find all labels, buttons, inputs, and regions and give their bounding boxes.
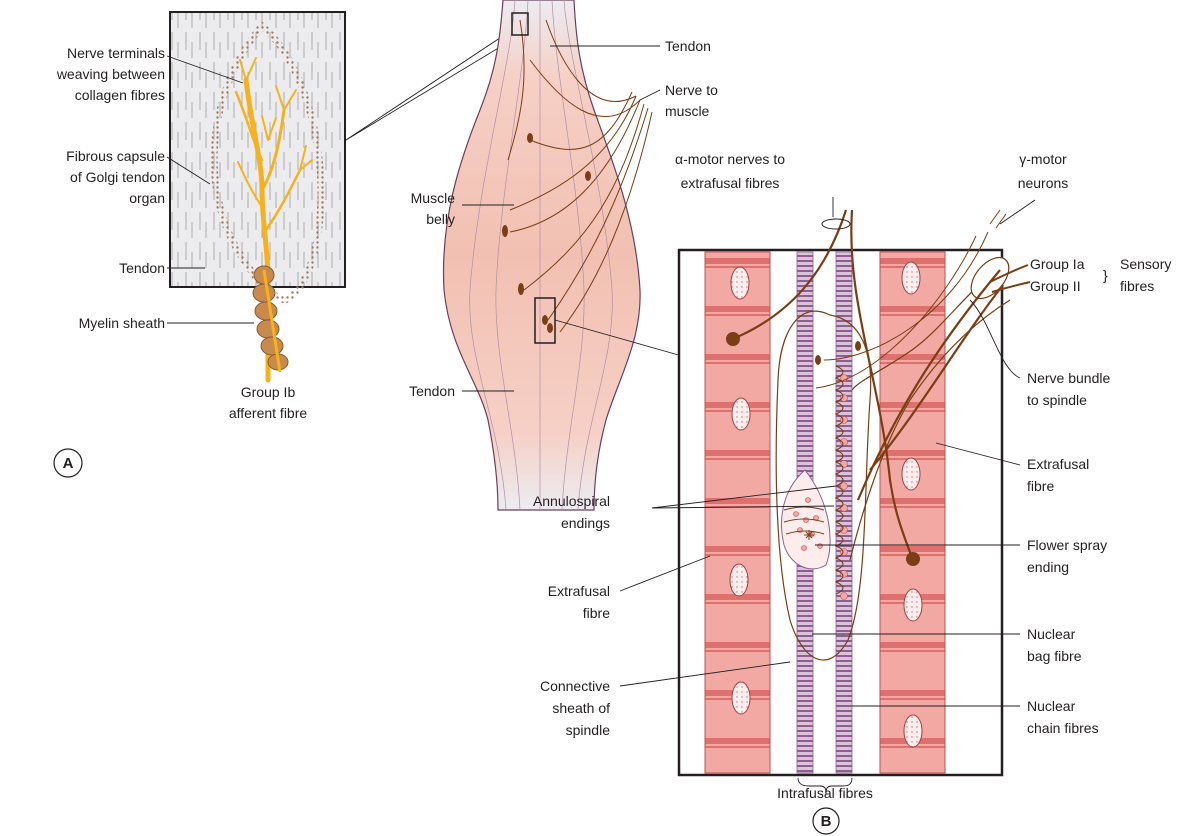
label-connective-2: sheath of bbox=[552, 700, 610, 716]
label-nerve-terminals: Nerve terminals bbox=[67, 45, 165, 61]
muscle-outline bbox=[443, 0, 640, 510]
label-sensory-2: fibres bbox=[1120, 278, 1154, 294]
label-connective-3: spindle bbox=[566, 722, 611, 738]
label-nerve-terminals-2: weaving between bbox=[56, 66, 165, 82]
label-nuclear-bag: Nuclear bbox=[1027, 626, 1076, 642]
label-nuclear-chain-2: chain fibres bbox=[1027, 720, 1099, 736]
label-annulospiral: Annulospiral bbox=[533, 493, 610, 509]
label-muscle-belly: Muscle bbox=[411, 190, 456, 206]
gamma-end-plate-2 bbox=[855, 341, 861, 351]
label-capsule-2: of Golgi tendon bbox=[70, 169, 165, 185]
label-nerve-to-muscle: Nerve to bbox=[665, 82, 718, 98]
alpha-end-plate-right bbox=[906, 552, 920, 566]
label-nerve-to-muscle-2: muscle bbox=[665, 103, 710, 119]
label-flower-spray-2: ending bbox=[1027, 559, 1069, 575]
label-tendon-bottom: Tendon bbox=[409, 383, 455, 399]
label-gamma-2: neurons bbox=[1018, 175, 1069, 191]
label-tendon-top: Tendon bbox=[665, 38, 711, 54]
label-nerve-terminals-3: collagen fibres bbox=[75, 87, 165, 103]
label-extrafusal-right: Extrafusal bbox=[1027, 456, 1089, 472]
muscle-overview: Tendon Nerve to muscle Muscle belly Tend… bbox=[409, 0, 718, 510]
alpha-end-plate-left bbox=[726, 332, 740, 346]
sensory-brace: } bbox=[1103, 267, 1108, 283]
panel-letter-b: B bbox=[821, 813, 832, 830]
label-nerve-bundle-2: to spindle bbox=[1027, 392, 1087, 408]
label-capsule: Fibrous capsule bbox=[66, 148, 165, 164]
label-group-ii: Group II bbox=[1030, 278, 1081, 294]
label-nuclear-bag-2: bag fibre bbox=[1027, 648, 1082, 664]
label-gamma: γ-motor bbox=[1019, 151, 1067, 167]
label-sensory: Sensory bbox=[1120, 256, 1171, 272]
label-tendon-a: Tendon bbox=[119, 260, 165, 276]
label-annulospiral-2: endings bbox=[561, 515, 610, 531]
label-connective: Connective bbox=[540, 678, 610, 694]
label-nuclear-chain: Nuclear bbox=[1027, 698, 1076, 714]
label-flower-spray: Flower spray bbox=[1027, 537, 1107, 553]
label-muscle-belly-2: belly bbox=[426, 211, 455, 227]
panel-letter-a: A bbox=[63, 455, 74, 472]
label-extrafusal-left-2: fibre bbox=[583, 605, 610, 621]
label-capsule-3: organ bbox=[129, 190, 165, 206]
alpha-nerve-ring bbox=[822, 219, 850, 229]
label-group-ib-2: afferent fibre bbox=[229, 405, 308, 421]
label-group-ia: Group Ia bbox=[1030, 256, 1085, 272]
label-nerve-bundle: Nerve bundle bbox=[1027, 370, 1110, 386]
label-alpha: α-motor nerves to bbox=[675, 151, 785, 167]
label-extrafusal-right-2: fibre bbox=[1027, 478, 1054, 494]
gamma-end-plate bbox=[815, 355, 821, 365]
label-myelin: Myelin sheath bbox=[79, 315, 165, 331]
label-extrafusal-left: Extrafusal bbox=[548, 583, 610, 599]
label-group-ib: Group Ib bbox=[241, 384, 296, 400]
label-intrafusal: Intrafusal fibres bbox=[777, 785, 873, 801]
label-alpha-2: extrafusal fibres bbox=[681, 175, 780, 191]
